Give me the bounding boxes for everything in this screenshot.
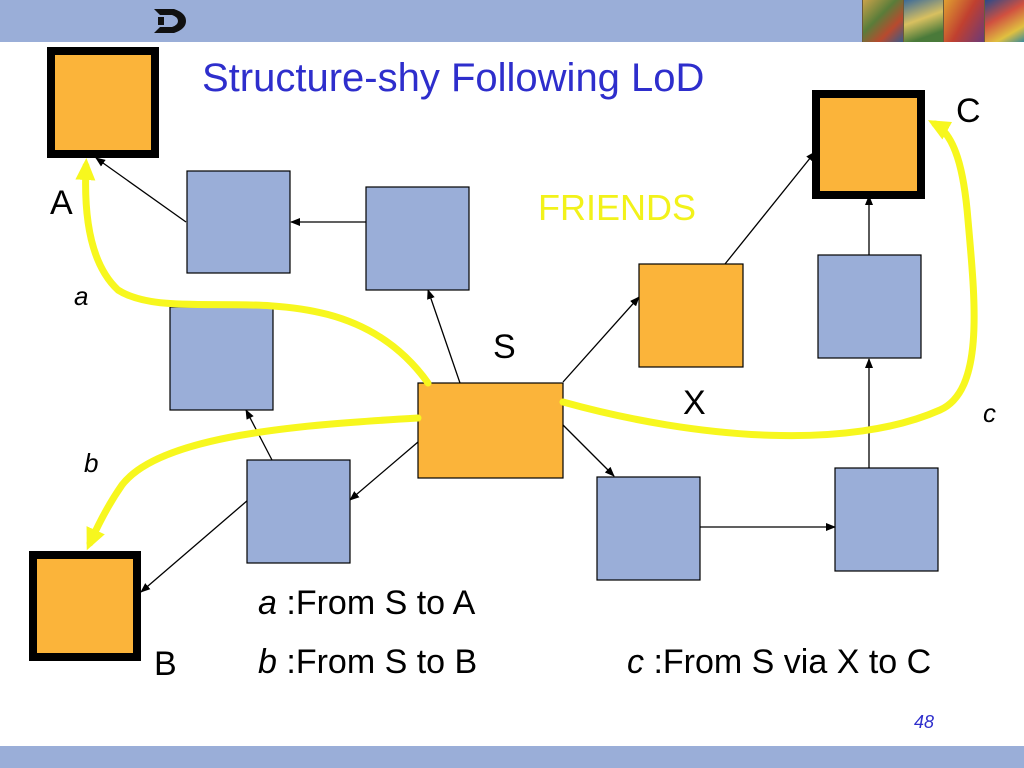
arrows <box>95 151 873 593</box>
top-bar <box>0 0 1024 42</box>
slide-title: Structure-shy Following LoD <box>202 56 705 100</box>
blue-box-2 <box>365 186 470 291</box>
path-a-curve <box>75 158 432 387</box>
node-C-box <box>812 90 925 199</box>
blue-box-1 <box>186 170 291 274</box>
arrow-blue1-to-A <box>95 157 187 223</box>
arrow-S-to-blue5 <box>349 441 419 501</box>
caption-a-text: :From S to A <box>276 584 476 622</box>
painting-4 <box>983 0 1024 42</box>
page-number: 48 <box>914 712 935 732</box>
arrow-S-to-blue2 <box>427 289 461 384</box>
node-label-X: X <box>683 384 706 422</box>
node-B-box <box>29 551 141 661</box>
highlight-paths <box>75 120 978 551</box>
boxes <box>29 47 939 661</box>
caption-b-var: b <box>258 643 277 681</box>
caption-b-text: :From S to B <box>276 643 478 681</box>
painting-3 <box>943 0 984 42</box>
path-label-a: a <box>74 281 89 311</box>
blue-box-6 <box>596 476 701 581</box>
caption-a: a :From S to A <box>258 586 475 620</box>
node-label-S: S <box>493 328 516 366</box>
arrow-S-to-blue6 <box>562 424 615 477</box>
demeter-logo-icon <box>154 9 186 33</box>
blue-box-4 <box>817 254 922 359</box>
node-label-B: B <box>154 645 177 683</box>
bottom-bar <box>0 746 1024 768</box>
node-label-A: A <box>50 184 73 222</box>
blue-box-3 <box>169 306 274 411</box>
arrow-blue5-to-B <box>140 499 249 593</box>
blue-box-7 <box>834 467 939 572</box>
painting-2 <box>902 0 943 42</box>
blue-box-5 <box>246 459 351 564</box>
path-label-b: b <box>84 448 99 478</box>
arrow-S-to-X <box>562 296 640 383</box>
node-S-box <box>417 382 564 479</box>
caption-c-var: c <box>627 643 644 681</box>
header-paintings <box>862 0 1024 42</box>
caption-b: b :From S to B <box>258 645 477 679</box>
path-b-curve <box>86 414 422 551</box>
path-label-c: c <box>983 398 996 428</box>
node-A-box <box>47 47 159 158</box>
painting-1 <box>862 0 903 42</box>
friends-label: FRIENDS <box>538 187 697 228</box>
node-X-box <box>638 263 744 368</box>
caption-a-var: a <box>258 584 277 622</box>
caption-c-text: :From S via X to C <box>644 643 932 681</box>
arrow-X-to-C <box>724 151 816 265</box>
node-label-C: C <box>956 92 981 130</box>
caption-c: c :From S via X to C <box>627 645 931 679</box>
path-c-curve <box>559 120 978 440</box>
